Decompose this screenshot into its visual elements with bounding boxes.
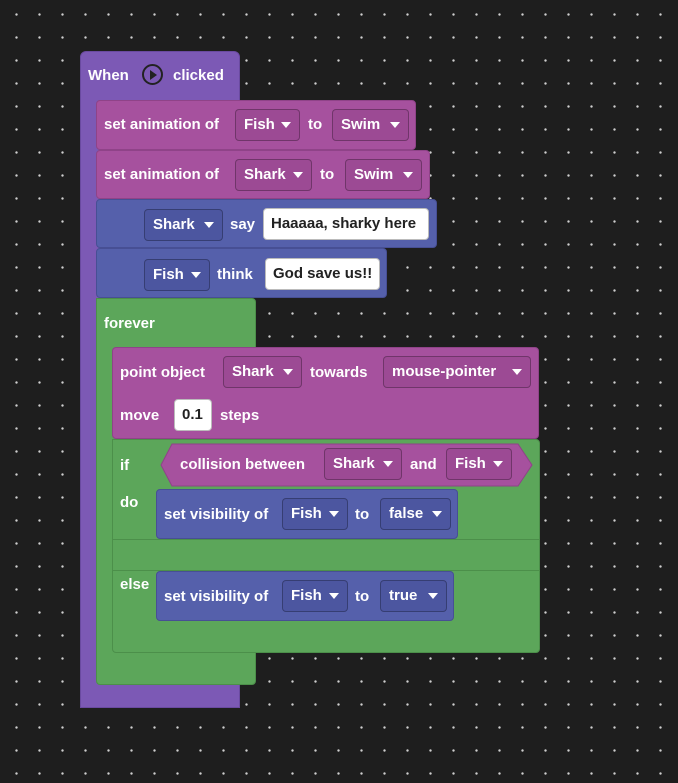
dropdown-value: Fish xyxy=(244,116,275,133)
target-dropdown-mouse-pointer[interactable]: mouse-pointer xyxy=(383,356,531,388)
towards-label: towards xyxy=(310,364,368,381)
chevron-down-icon xyxy=(403,172,413,178)
if-else-block-divider xyxy=(112,539,540,571)
object-dropdown-fish[interactable]: Fish xyxy=(235,109,300,141)
set-animation-label: set animation of xyxy=(104,116,220,133)
dropdown-value: Swim xyxy=(354,166,394,183)
when-label: When xyxy=(88,67,129,84)
dropdown-value: Fish xyxy=(291,587,322,604)
collision-between-label: collision between xyxy=(180,456,306,473)
set-visibility-label: set visibility of xyxy=(164,588,269,605)
dropdown-value: Swim xyxy=(341,116,381,133)
dropdown-value: Shark xyxy=(244,166,286,183)
chevron-down-icon xyxy=(329,593,339,599)
do-label: do xyxy=(120,494,139,511)
chevron-down-icon xyxy=(191,272,201,278)
visibility-dropdown-true[interactable]: true xyxy=(380,580,447,612)
dropdown-value: Shark xyxy=(333,455,375,472)
dropdown-value: Shark xyxy=(232,363,274,380)
chevron-down-icon xyxy=(204,222,214,228)
else-label: else xyxy=(120,576,150,593)
set-visibility-label: set visibility of xyxy=(164,506,269,523)
say-text-input[interactable]: Haaaaa, sharky here xyxy=(263,208,429,240)
chevron-down-icon xyxy=(293,172,303,178)
chevron-down-icon xyxy=(283,369,293,375)
object-dropdown-fish[interactable]: Fish xyxy=(446,448,512,480)
object-dropdown-shark[interactable]: Shark xyxy=(144,209,223,241)
animation-dropdown-swim[interactable]: Swim xyxy=(332,109,409,141)
dropdown-value: Fish xyxy=(455,455,486,472)
chevron-down-icon xyxy=(383,461,393,467)
to-label: to xyxy=(308,116,323,133)
dropdown-value: false xyxy=(389,505,424,522)
set-animation-label: set animation of xyxy=(104,166,220,183)
chevron-down-icon xyxy=(512,369,522,375)
dropdown-value: mouse-pointer xyxy=(392,363,497,380)
chevron-down-icon xyxy=(493,461,503,467)
move-label: move xyxy=(120,407,160,424)
visibility-dropdown-false[interactable]: false xyxy=(380,498,451,530)
say-label: say xyxy=(230,216,256,233)
chevron-down-icon xyxy=(329,511,339,517)
steps-label: steps xyxy=(220,407,260,424)
chevron-down-icon xyxy=(428,593,438,599)
clicked-label: clicked xyxy=(173,67,224,84)
move-steps-input[interactable]: 0.1 xyxy=(174,399,212,431)
dropdown-value: Shark xyxy=(153,216,195,233)
to-label: to xyxy=(355,506,370,523)
to-label: to xyxy=(355,588,370,605)
think-text-input[interactable]: God save us!! xyxy=(265,258,380,290)
chevron-down-icon xyxy=(390,122,400,128)
chevron-down-icon xyxy=(281,122,291,128)
dropdown-value: Fish xyxy=(291,505,322,522)
object-dropdown-fish[interactable]: Fish xyxy=(144,259,210,291)
animation-dropdown-swim[interactable]: Swim xyxy=(345,159,422,191)
think-label: think xyxy=(217,266,253,283)
if-label: if xyxy=(120,457,130,474)
object-dropdown-shark[interactable]: Shark xyxy=(324,448,402,480)
object-dropdown-shark[interactable]: Shark xyxy=(223,356,302,388)
to-label: to xyxy=(320,166,335,183)
point-object-label: point object xyxy=(120,364,205,381)
dropdown-value: true xyxy=(389,587,418,604)
object-dropdown-fish[interactable]: Fish xyxy=(282,498,348,530)
object-dropdown-fish[interactable]: Fish xyxy=(282,580,348,612)
play-circle-icon xyxy=(142,64,163,85)
object-dropdown-shark[interactable]: Shark xyxy=(235,159,312,191)
forever-label: forever xyxy=(104,315,155,332)
dropdown-value: Fish xyxy=(153,266,184,283)
chevron-down-icon xyxy=(432,511,442,517)
and-label: and xyxy=(410,456,437,473)
